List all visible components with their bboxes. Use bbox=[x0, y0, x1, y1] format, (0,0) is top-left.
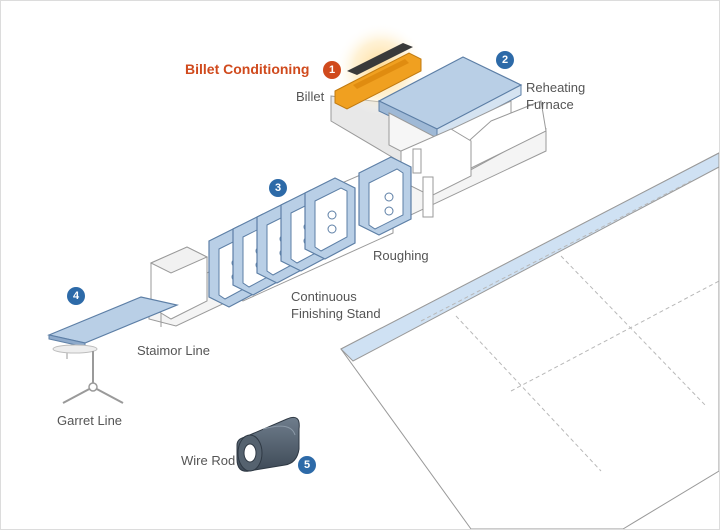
staimor-line-label: Staimor Line bbox=[137, 343, 210, 358]
floor-plate bbox=[340, 152, 719, 529]
roughing-stand bbox=[358, 156, 412, 236]
finishing-stand bbox=[304, 177, 356, 260]
reheating-furnace-label: Reheating Furnace bbox=[526, 80, 586, 112]
wire-rod-label: Wire Rod bbox=[181, 453, 236, 468]
step-4-badge: 4 bbox=[67, 287, 85, 305]
reheating-furnace bbox=[377, 56, 547, 218]
wire-rod-coil bbox=[236, 416, 300, 472]
step-3-badge: 3 bbox=[269, 179, 287, 197]
step-1-badge: 1 bbox=[323, 61, 341, 79]
finishing-stand-label: Continuous Finishing Stand bbox=[291, 289, 381, 321]
step-5-badge: 5 bbox=[298, 456, 316, 474]
roughing-label: Roughing bbox=[373, 248, 429, 263]
billet-label: Billet bbox=[296, 89, 325, 104]
finishing-stands bbox=[208, 177, 356, 308]
billet-conditioning-label: Billet Conditioning bbox=[185, 61, 310, 77]
step-2-badge: 2 bbox=[496, 51, 514, 69]
garret-line-label: Garret Line bbox=[57, 413, 123, 428]
garret-reel bbox=[62, 351, 124, 404]
staimor-line bbox=[47, 246, 209, 359]
